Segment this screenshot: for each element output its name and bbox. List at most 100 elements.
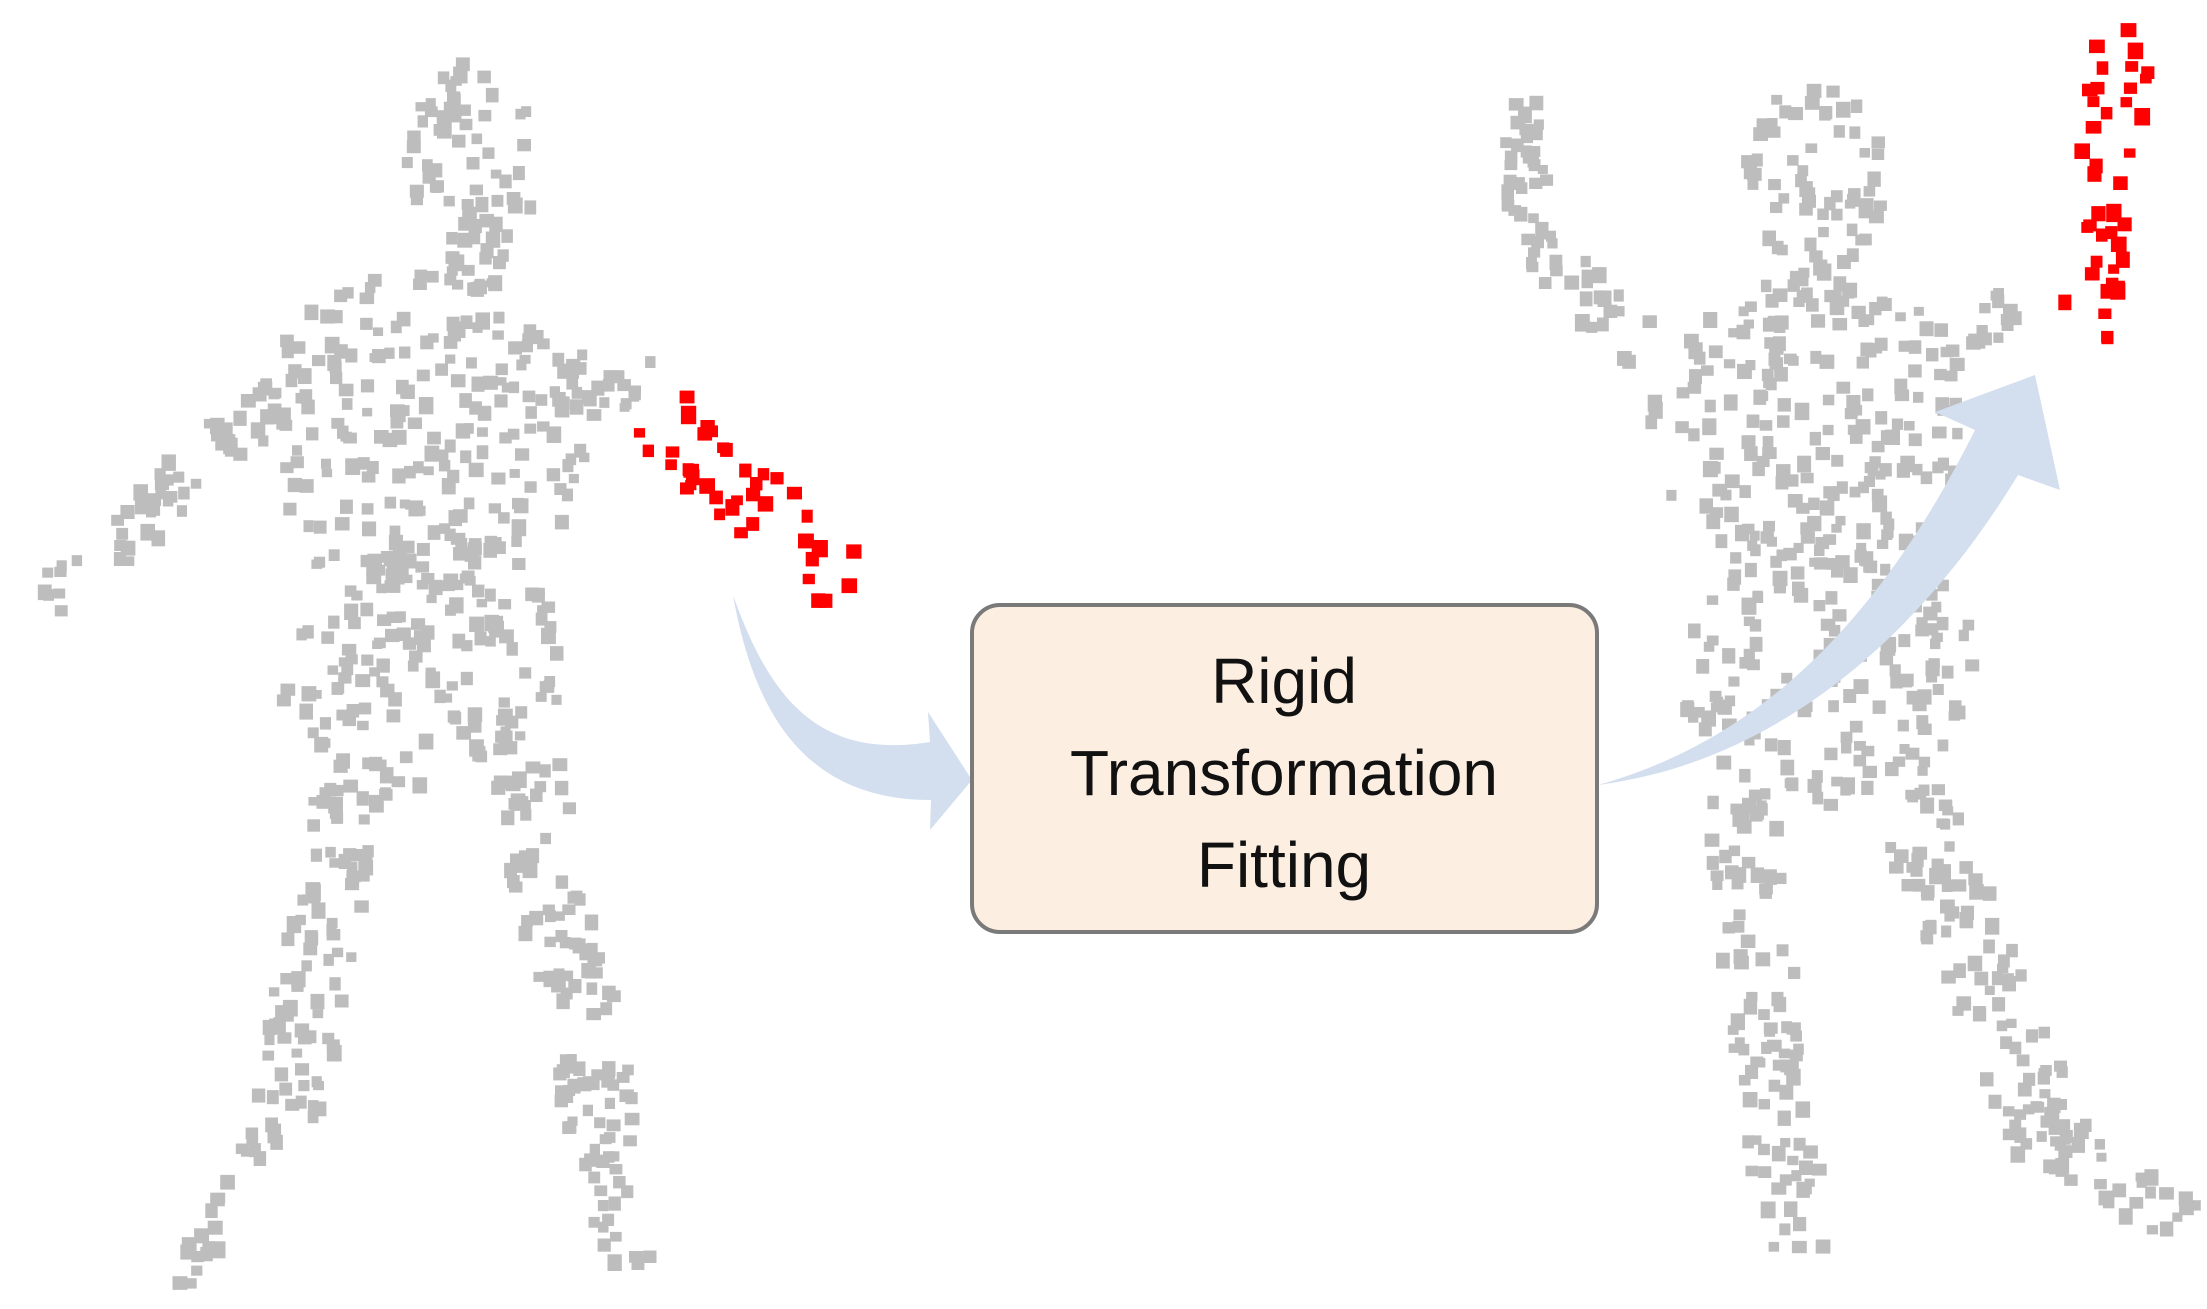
point-cloud-point bbox=[304, 304, 319, 321]
point-cloud-point bbox=[2123, 148, 2136, 158]
point-cloud-point bbox=[573, 1061, 586, 1076]
point-cloud-point bbox=[1856, 356, 1869, 369]
point-cloud-point bbox=[1520, 132, 1533, 144]
point-cloud-point bbox=[2094, 1179, 2107, 1190]
point-cloud-point bbox=[396, 627, 411, 641]
point-cloud-point bbox=[411, 618, 426, 630]
point-cloud-point bbox=[1952, 1006, 1964, 1016]
point-cloud-point bbox=[445, 79, 457, 93]
point-cloud-point bbox=[522, 390, 536, 403]
point-cloud-point bbox=[266, 1090, 279, 1105]
point-cloud-point bbox=[1760, 788, 1771, 800]
point-cloud-point bbox=[1841, 741, 1852, 754]
point-cloud-point bbox=[406, 140, 421, 154]
point-cloud-point bbox=[472, 584, 485, 598]
point-cloud-point bbox=[521, 106, 532, 117]
point-cloud-point bbox=[1952, 427, 1963, 440]
point-cloud-point bbox=[2009, 1119, 2022, 1132]
process-box-line-2: Transformation bbox=[1070, 737, 1498, 809]
point-cloud-point bbox=[245, 1127, 259, 1140]
point-cloud-point bbox=[477, 427, 488, 437]
point-cloud-point bbox=[164, 491, 178, 503]
point-cloud-point bbox=[532, 587, 545, 598]
point-cloud-point bbox=[412, 777, 428, 794]
point-cloud-point bbox=[280, 973, 293, 985]
point-cloud-point bbox=[1761, 368, 1774, 382]
point-cloud-point bbox=[518, 925, 533, 942]
point-cloud-point bbox=[1702, 461, 1718, 478]
point-cloud-point bbox=[491, 194, 504, 207]
point-cloud-point bbox=[1787, 494, 1803, 508]
point-cloud-point bbox=[1815, 447, 1830, 461]
point-cloud-point bbox=[460, 450, 472, 464]
point-cloud-point bbox=[2014, 1132, 2026, 1143]
point-cloud-point bbox=[1952, 812, 1964, 826]
point-cloud-point bbox=[310, 848, 322, 862]
point-cloud-point bbox=[1699, 498, 1713, 514]
point-cloud-point bbox=[134, 497, 150, 515]
point-cloud-point bbox=[380, 683, 395, 698]
point-cloud-point bbox=[1593, 290, 1606, 305]
point-cloud-point bbox=[1843, 282, 1858, 298]
point-cloud-point bbox=[1710, 870, 1724, 881]
point-cloud-point bbox=[1742, 1092, 1758, 1108]
point-cloud-point bbox=[2127, 42, 2144, 60]
point-cloud-point bbox=[427, 525, 441, 540]
point-cloud-point bbox=[345, 348, 358, 363]
point-cloud-point bbox=[470, 281, 484, 297]
point-cloud-point bbox=[314, 736, 329, 753]
point-cloud-point bbox=[1521, 233, 1535, 246]
point-cloud-point bbox=[1910, 865, 1923, 877]
point-cloud-point bbox=[1917, 766, 1928, 776]
point-cloud-point bbox=[2144, 1169, 2159, 1186]
point-cloud-point bbox=[524, 423, 537, 434]
point-cloud-point bbox=[1894, 389, 1910, 402]
point-cloud-point bbox=[343, 848, 357, 859]
point-cloud-point bbox=[1895, 312, 1906, 322]
point-cloud-point bbox=[1520, 106, 1532, 116]
point-cloud-point bbox=[1741, 435, 1756, 450]
process-box bbox=[970, 603, 1599, 934]
point-cloud-point bbox=[461, 264, 475, 276]
point-cloud-point bbox=[1930, 638, 1941, 650]
point-cloud-point bbox=[682, 463, 694, 476]
point-cloud-point bbox=[326, 923, 337, 936]
point-cloud-point bbox=[1779, 1223, 1791, 1236]
point-cloud-point bbox=[340, 431, 352, 442]
point-cloud-point bbox=[306, 427, 319, 441]
point-cloud-point bbox=[2006, 943, 2018, 958]
point-cloud-point bbox=[356, 791, 369, 806]
point-cloud-point bbox=[133, 484, 148, 501]
point-cloud-point bbox=[253, 1151, 267, 1166]
point-cloud-point bbox=[1976, 325, 1988, 336]
point-cloud-point bbox=[1858, 316, 1869, 327]
point-cloud-point bbox=[1945, 344, 1960, 357]
point-cloud-point bbox=[1693, 351, 1706, 365]
point-cloud-point bbox=[2002, 1106, 2015, 1117]
point-cloud-point bbox=[544, 621, 557, 633]
point-cloud-point bbox=[1932, 426, 1947, 439]
point-cloud-point bbox=[1974, 971, 1989, 986]
point-cloud-point bbox=[610, 1231, 622, 1242]
point-cloud-point bbox=[366, 461, 379, 474]
point-cloud-point bbox=[1898, 340, 1910, 352]
point-cloud-point bbox=[2100, 107, 2113, 120]
point-cloud-point bbox=[1728, 676, 1740, 687]
point-cloud-point bbox=[786, 486, 802, 500]
point-cloud-point bbox=[178, 486, 190, 500]
point-cloud-point bbox=[1889, 861, 1904, 874]
point-cloud-point bbox=[113, 552, 126, 566]
point-cloud-point bbox=[539, 764, 551, 778]
point-cloud-point bbox=[407, 417, 422, 429]
point-cloud-point bbox=[149, 495, 162, 506]
point-cloud-point bbox=[731, 495, 743, 506]
point-cloud-point bbox=[510, 860, 526, 873]
point-cloud-point bbox=[1879, 463, 1892, 477]
point-cloud-point bbox=[321, 468, 333, 478]
point-cloud-point bbox=[599, 1134, 612, 1145]
point-cloud-point bbox=[567, 891, 580, 904]
point-cloud-point bbox=[1516, 182, 1528, 194]
point-cloud-point bbox=[1707, 795, 1719, 810]
point-cloud-point bbox=[1809, 431, 1821, 446]
point-cloud-point bbox=[594, 1117, 606, 1129]
